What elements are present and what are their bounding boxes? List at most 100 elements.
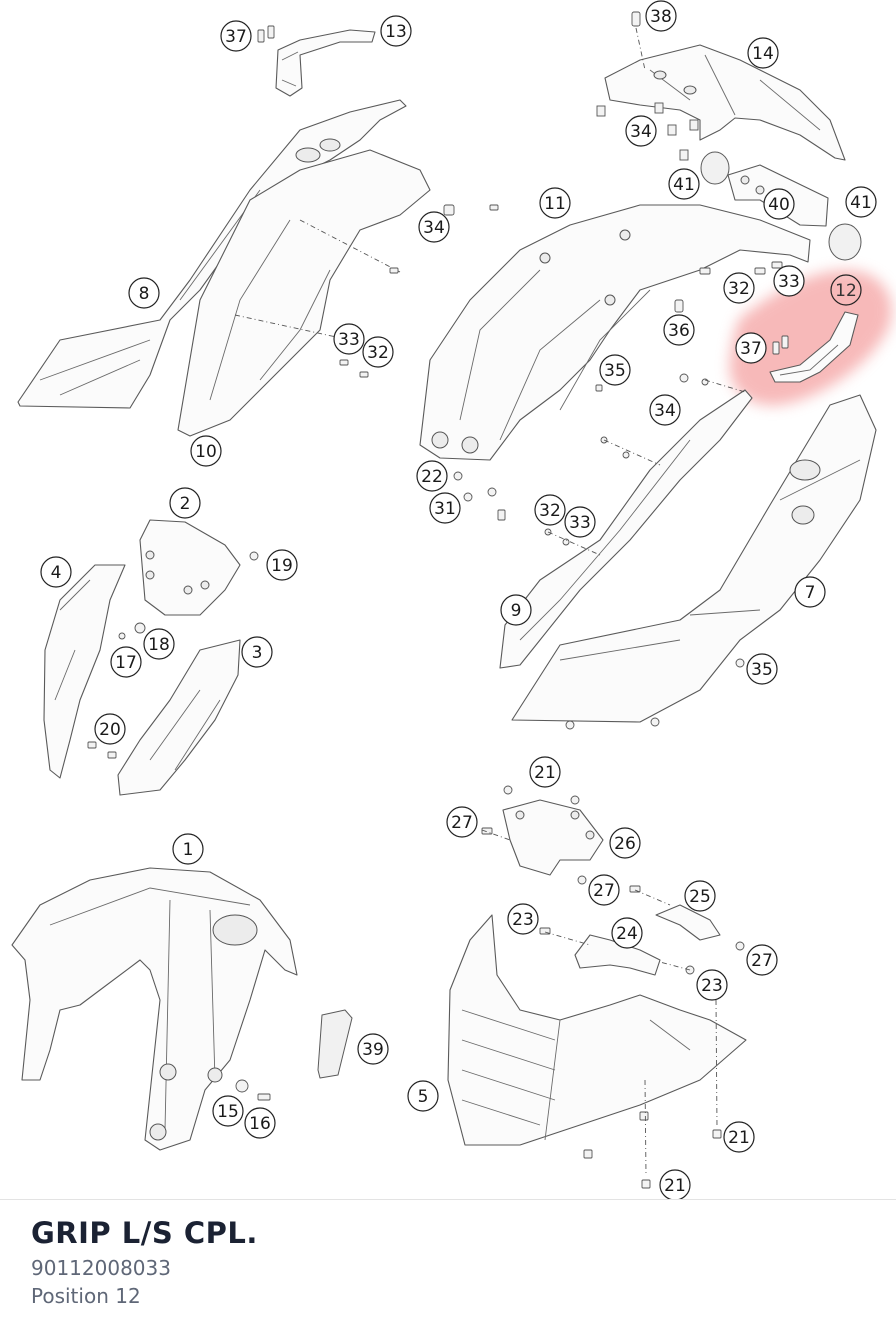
callout-c4[interactable]: 4 bbox=[40, 556, 72, 588]
part-4-fairing-piece[interactable] bbox=[43, 564, 126, 779]
callout-c39[interactable]: 39 bbox=[357, 1033, 389, 1065]
part-9-rear-frame[interactable] bbox=[499, 389, 753, 669]
callout-circle bbox=[735, 332, 767, 364]
callout-circle bbox=[407, 1080, 439, 1112]
callout-c25[interactable]: 25 bbox=[684, 880, 716, 912]
callout-c34c[interactable]: 34 bbox=[649, 394, 681, 426]
callout-label: 26 bbox=[614, 834, 636, 854]
callout-label: 33 bbox=[778, 272, 800, 292]
callout-c12[interactable]: 12 bbox=[830, 274, 862, 306]
callout-c21b[interactable]: 21 bbox=[723, 1121, 755, 1153]
callout-c38[interactable]: 38 bbox=[645, 0, 677, 32]
callout-c1[interactable]: 1 bbox=[172, 833, 204, 865]
callout-circle bbox=[611, 917, 643, 949]
callout-c34b[interactable]: 34 bbox=[418, 211, 450, 243]
callout-c36[interactable]: 36 bbox=[663, 314, 695, 346]
part-13-grip[interactable] bbox=[275, 29, 376, 97]
callout-c9[interactable]: 9 bbox=[500, 594, 532, 626]
callout-c33a[interactable]: 33 bbox=[773, 265, 805, 297]
callout-c22[interactable]: 22 bbox=[416, 460, 448, 492]
callout-circle bbox=[723, 1121, 755, 1153]
callout-c15[interactable]: 15 bbox=[212, 1095, 244, 1127]
callout-c33c[interactable]: 33 bbox=[564, 506, 596, 538]
part-41-reflector-right[interactable] bbox=[828, 223, 862, 261]
part-5-headlight-mask[interactable] bbox=[447, 914, 747, 1146]
part-26-headlight-bracket[interactable] bbox=[502, 799, 604, 876]
callout-c17[interactable]: 17 bbox=[110, 646, 142, 678]
callout-circle bbox=[763, 188, 795, 220]
part-11-subframe[interactable] bbox=[419, 204, 811, 461]
part-2-front-panel[interactable] bbox=[139, 519, 241, 616]
callout-c11[interactable]: 11 bbox=[539, 187, 571, 219]
callout-c18[interactable]: 18 bbox=[143, 628, 175, 660]
callout-label: 27 bbox=[451, 813, 473, 833]
callout-circle bbox=[773, 265, 805, 297]
callout-label: 15 bbox=[217, 1102, 239, 1122]
part-10-inner-panel[interactable] bbox=[177, 149, 431, 437]
callout-c37b[interactable]: 37 bbox=[735, 332, 767, 364]
part-25-mount-bracket[interactable] bbox=[655, 904, 721, 941]
callout-c26[interactable]: 26 bbox=[609, 827, 641, 859]
callout-circle bbox=[446, 806, 478, 838]
callout-circle bbox=[110, 646, 142, 678]
callout-c16[interactable]: 16 bbox=[244, 1107, 276, 1139]
callout-label: 27 bbox=[751, 951, 773, 971]
callout-c13[interactable]: 13 bbox=[380, 15, 412, 47]
callout-circle bbox=[588, 874, 620, 906]
callout-c27c[interactable]: 27 bbox=[746, 944, 778, 976]
part-3-side-piece[interactable] bbox=[117, 639, 241, 796]
callout-label: 38 bbox=[650, 7, 672, 27]
part-1-front-fender[interactable] bbox=[11, 867, 298, 1151]
callout-circle bbox=[143, 628, 175, 660]
callout-label: 31 bbox=[434, 499, 456, 519]
callout-c32a[interactable]: 32 bbox=[723, 272, 755, 304]
part-number: 90112008033 bbox=[31, 1256, 171, 1280]
callout-circle bbox=[362, 336, 394, 368]
callout-c10[interactable]: 10 bbox=[190, 435, 222, 467]
callout-c20[interactable]: 20 bbox=[94, 713, 126, 745]
callout-c5[interactable]: 5 bbox=[407, 1080, 439, 1112]
callout-c3[interactable]: 3 bbox=[241, 636, 273, 668]
callout-circle bbox=[40, 556, 72, 588]
callout-label: 32 bbox=[367, 343, 389, 363]
callout-c2[interactable]: 2 bbox=[169, 487, 201, 519]
callout-c21c[interactable]: 21 bbox=[659, 1169, 691, 1200]
callout-label: 19 bbox=[271, 556, 293, 576]
callout-c14[interactable]: 14 bbox=[747, 37, 779, 69]
callout-label: 16 bbox=[249, 1114, 271, 1134]
callout-c35b[interactable]: 35 bbox=[746, 653, 778, 685]
part-8-side-panel[interactable] bbox=[17, 99, 407, 409]
callout-label: 1 bbox=[183, 840, 194, 860]
callout-circle bbox=[357, 1033, 389, 1065]
part-7-rear-side-cover[interactable] bbox=[511, 394, 877, 723]
part-14-rear-bracket[interactable] bbox=[604, 44, 846, 161]
callout-label: 5 bbox=[418, 1087, 429, 1107]
callout-c27a[interactable]: 27 bbox=[446, 806, 478, 838]
callout-c37a[interactable]: 37 bbox=[220, 20, 252, 52]
callout-c21a[interactable]: 21 bbox=[529, 756, 561, 788]
callout-c32c[interactable]: 32 bbox=[534, 494, 566, 526]
part-24-mount-bracket[interactable] bbox=[574, 934, 661, 976]
callout-c34a[interactable]: 34 bbox=[625, 115, 657, 147]
part-39-pad[interactable] bbox=[317, 1009, 353, 1079]
part-41-reflector-left[interactable] bbox=[700, 151, 730, 185]
callout-label: 13 bbox=[385, 22, 407, 42]
callout-c35a[interactable]: 35 bbox=[599, 354, 631, 386]
part-12-grip-ls[interactable] bbox=[769, 311, 859, 383]
callout-c41b[interactable]: 41 bbox=[845, 186, 877, 218]
callout-c7[interactable]: 7 bbox=[794, 576, 826, 608]
callout-c41a[interactable]: 41 bbox=[668, 168, 700, 200]
callout-label: 21 bbox=[534, 763, 556, 783]
callout-c23b[interactable]: 23 bbox=[696, 969, 728, 1001]
callout-c40[interactable]: 40 bbox=[763, 188, 795, 220]
callout-c19[interactable]: 19 bbox=[266, 549, 298, 581]
callout-c31[interactable]: 31 bbox=[429, 492, 461, 524]
callout-circle bbox=[746, 653, 778, 685]
callout-c24[interactable]: 24 bbox=[611, 917, 643, 949]
part-34-clips-top bbox=[596, 102, 699, 161]
callout-c33b[interactable]: 33 bbox=[333, 323, 365, 355]
callout-c8[interactable]: 8 bbox=[128, 277, 160, 309]
callout-c27b[interactable]: 27 bbox=[588, 874, 620, 906]
callout-c32b[interactable]: 32 bbox=[362, 336, 394, 368]
callout-c23a[interactable]: 23 bbox=[507, 903, 539, 935]
